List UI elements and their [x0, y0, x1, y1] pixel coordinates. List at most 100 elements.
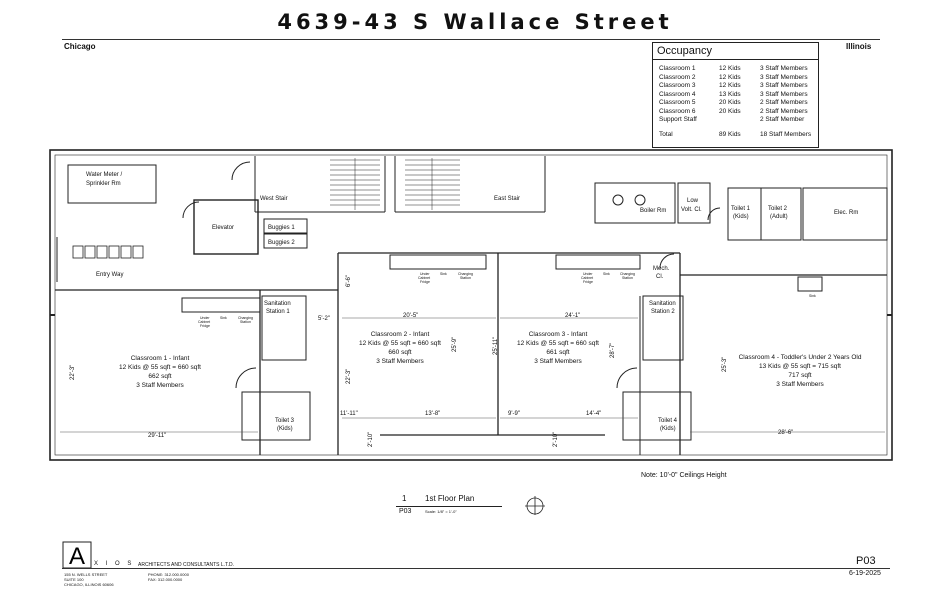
- occ-room: Classroom 1: [659, 65, 696, 72]
- occ-kids: 12 Kids: [719, 82, 741, 89]
- sanitation-station-1: [261, 295, 307, 361]
- occ-room: Classroom 3: [659, 82, 696, 89]
- toilet-3-room: [241, 391, 311, 441]
- fixture-label: Sink: [220, 316, 227, 320]
- room-label: (Kids): [277, 426, 293, 432]
- ceiling-note: Note: 10'-0" Ceilings Height: [641, 472, 727, 479]
- occ-kids: 13 Kids: [719, 90, 741, 98]
- occ-staff: 2 Staff Members: [760, 99, 808, 106]
- occ-staff: 2 Staff Member: [760, 116, 805, 123]
- plan-tag-number: 1: [402, 494, 407, 503]
- room-label: Sprinkler Rm: [86, 181, 121, 187]
- dimension-label: 28'-7": [610, 343, 616, 358]
- dimension-label: 22'-3": [346, 369, 352, 384]
- fixture-label: Sink: [809, 294, 816, 298]
- north-arrow-icon: [525, 496, 545, 515]
- classroom-4-counter: [797, 276, 823, 292]
- firm-letters: X I O S: [94, 561, 135, 567]
- sheet-date: 6-19-2025: [849, 570, 881, 577]
- occ-kids: 89 Kids: [719, 130, 741, 138]
- room-label: Buggies 2: [268, 240, 295, 246]
- fixture-label: Fridge: [200, 324, 210, 328]
- buggies-2-box: [263, 233, 308, 249]
- classroom-3-staff: 3 Staff Members: [534, 358, 582, 365]
- room-label: Toilet 2: [768, 206, 788, 212]
- address-line: 155 N. WELLS STREET: [64, 572, 108, 577]
- fixture-label: Changing: [620, 272, 635, 276]
- room-label: Cl.: [656, 274, 664, 280]
- fixture-label: Sink: [440, 272, 447, 276]
- dimension-label: 13'-8": [425, 411, 440, 417]
- classroom-1-area: 662 sqft: [148, 373, 171, 380]
- dimension-label: 25'-3": [722, 357, 728, 372]
- room-label: Mech.: [653, 266, 670, 272]
- classroom-1-name: Classroom 1 - Infant: [131, 355, 190, 362]
- occ-room: Classroom 5: [659, 99, 696, 106]
- occ-kids: 20 Kids: [719, 107, 741, 115]
- dimension-label: 24'-1": [565, 313, 580, 319]
- boiler-1: [612, 194, 624, 206]
- low-volt-closet: [677, 182, 711, 224]
- fixture-label: Under: [583, 272, 593, 276]
- east-stair-treads: [405, 158, 460, 210]
- room-label: Sanitation: [264, 301, 291, 307]
- room-label: Station 2: [651, 309, 675, 315]
- fixture-label: Station: [622, 276, 633, 280]
- classroom-1-staff: 3 Staff Members: [136, 382, 184, 389]
- address-line: CHICAGO, ILLINOIS 60606: [64, 582, 114, 587]
- door-swing: [616, 367, 638, 389]
- dimension-label: 25'-9": [452, 337, 458, 352]
- occ-room: Total: [659, 130, 673, 138]
- room-label: Toilet 1: [731, 206, 751, 212]
- buggies-1-box: [263, 218, 308, 234]
- plan-tag-scale: Scale: 1/8" = 1'-0": [425, 509, 457, 514]
- boiler-room: [594, 182, 676, 224]
- logo-letter: A: [69, 543, 85, 569]
- room-label: Volt. Cl.: [681, 207, 702, 213]
- classroom-3-name: Classroom 3 - Infant: [529, 331, 588, 338]
- room-label: Sanitation: [649, 301, 676, 307]
- plan-tag-label: 1st Floor Plan: [425, 494, 475, 503]
- room-label: Toilet 4: [658, 418, 678, 424]
- occ-staff: 18 Staff Members: [760, 130, 812, 138]
- door-swing: [659, 253, 675, 269]
- room-label: East Stair: [494, 196, 520, 202]
- classroom-3-area: 661 sqft: [546, 349, 569, 356]
- dimension-label: 14'-4": [586, 411, 601, 417]
- toilet-4-room: [622, 391, 692, 441]
- door-swing: [182, 201, 200, 219]
- room-label: Elec. Rm: [834, 210, 858, 216]
- door-swing: [231, 161, 251, 181]
- fixture-label: Under: [420, 272, 430, 276]
- room-label: (Kids): [733, 214, 749, 220]
- room-label: Toilet 3: [275, 418, 295, 424]
- room-label: Boiler Rm: [640, 208, 666, 214]
- plan-tag-sheet: P03: [399, 508, 412, 515]
- plan-tag-rule: [396, 506, 502, 507]
- fixture-label: Station: [240, 320, 251, 324]
- occ-kids: 20 Kids: [719, 99, 741, 106]
- inner-wall-line: [54, 154, 888, 456]
- room-label: West Stair: [260, 196, 288, 202]
- door-swing: [707, 207, 721, 221]
- water-meter-room: [67, 164, 157, 204]
- classroom-2-calc: 12 Kids @ 55 sqft = 660 sqft: [359, 340, 441, 347]
- occupancy-heading: Occupancy: [653, 43, 818, 60]
- dimension-label: 20'-5": [403, 313, 418, 319]
- room-label: (Kids): [660, 426, 676, 432]
- address-line: SUITE 100: [64, 577, 84, 582]
- fixture-label: Under: [200, 316, 210, 320]
- sheet-title: 4639-43 S Wallace Street: [277, 10, 673, 34]
- dimension-label: 29'-11": [148, 433, 166, 439]
- occupancy-row: Classroom 5 20 Kids 2 Staff Members: [653, 99, 818, 108]
- classroom-4-name: Classroom 4 - Toddler's Under 2 Years Ol…: [739, 354, 862, 361]
- phone-line: PHONE: 312.000.0000: [148, 572, 189, 577]
- fixture-label: Changing: [238, 316, 253, 320]
- title-block-rule: [62, 568, 890, 569]
